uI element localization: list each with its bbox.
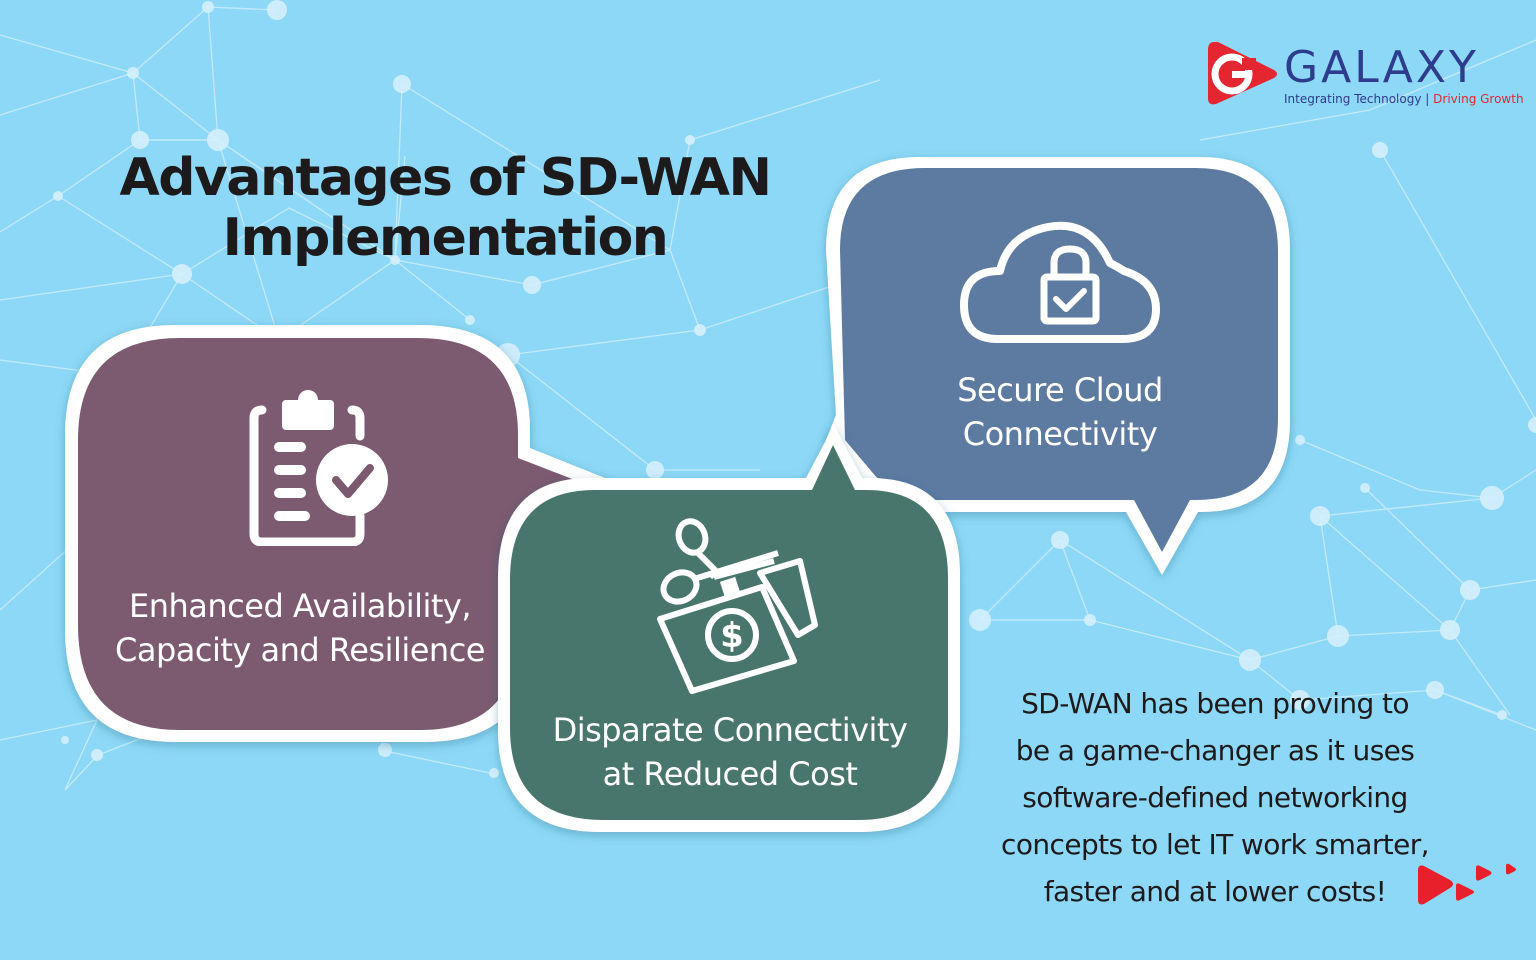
bubble-secure-cloud-shape	[826, 157, 1290, 575]
bubble-2-line-1: Disparate Connectivity	[552, 711, 908, 749]
description-line-2: be a game-changer as it uses	[1015, 734, 1415, 767]
brand-tagline: Integrating Technology | Driving Growth	[1284, 92, 1524, 106]
bubble-secure-cloud-label: Secure Cloud Connectivity	[850, 368, 1270, 456]
bubble-1-line-1: Enhanced Availability,	[128, 587, 472, 625]
scissors-cut-money-icon: $	[657, 518, 818, 694]
description-line-4: concepts to let IT work smarter,	[1001, 828, 1430, 861]
bubble-reduced-cost-shape	[498, 425, 960, 832]
galaxy-play-g-icon	[1208, 42, 1277, 105]
bubble-2-line-2: at Reduced Cost	[602, 755, 858, 793]
cloud-lock-icon	[960, 221, 1160, 343]
page-title: Advantages of SD-WAN Implementation	[110, 148, 780, 268]
bubble-availability-shape	[65, 325, 610, 742]
bubble-3-line-2: Connectivity	[962, 415, 1158, 453]
brand-name: GALAXY	[1284, 42, 1479, 93]
title-line-1: Advantages of SD-WAN	[119, 148, 772, 208]
bubble-reduced-cost-label: Disparate Connectivity at Reduced Cost	[520, 708, 940, 796]
title-line-2: Implementation	[222, 208, 669, 268]
bubble-availability-label: Enhanced Availability, Capacity and Resi…	[80, 584, 520, 672]
svg-text:$: $	[720, 616, 744, 656]
play-arrows-decoration-icon	[1418, 863, 1516, 905]
description-text: SD-WAN has been proving to be a game-cha…	[975, 680, 1455, 915]
bubble-1-line-2: Capacity and Resilience	[115, 631, 485, 669]
clipboard-check-icon	[249, 390, 388, 546]
tagline-left: Integrating Technology	[1284, 92, 1422, 106]
bubble-3-line-1: Secure Cloud	[957, 371, 1163, 409]
tagline-right: Driving Growth	[1433, 92, 1524, 106]
galaxy-logo[interactable]: GALAXY Integrating Technology | Driving …	[1204, 38, 1524, 110]
description-line-3: software-defined networking	[1022, 781, 1408, 814]
tagline-separator: |	[1425, 92, 1430, 106]
description-line-1: SD-WAN has been proving to	[1021, 687, 1409, 720]
description-line-5: faster and at lower costs!	[1043, 875, 1387, 908]
